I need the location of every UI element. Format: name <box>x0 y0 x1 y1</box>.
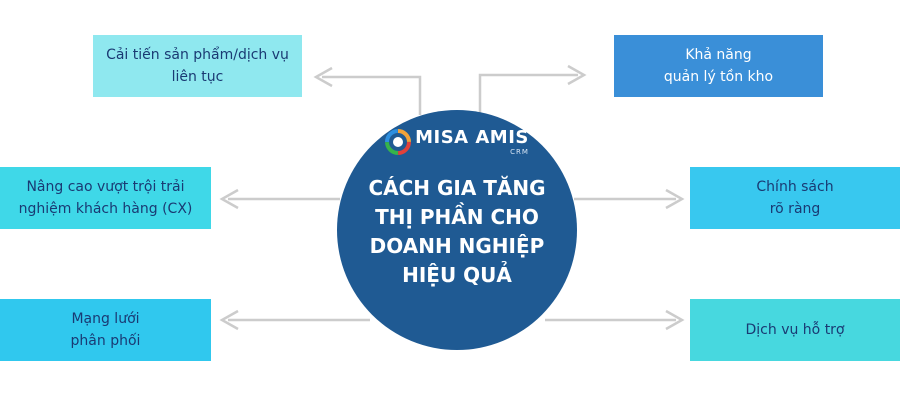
arrowhead-bot-right <box>665 309 685 331</box>
node-mid-right: Chính sách rõ ràng <box>690 167 900 229</box>
node-bot-left-line-2: phân phối <box>70 333 141 349</box>
arrowhead-top-left <box>313 66 333 88</box>
node-top-left-line-2: liên tục <box>171 69 224 85</box>
node-top-right: Khả năng quản lý tồn kho <box>614 35 823 97</box>
arrowhead-bot-left <box>219 309 239 331</box>
logo-name: MISA AMIS <box>415 127 529 148</box>
node-mid-right-line-1: Chính sách <box>756 179 834 195</box>
node-mid-right-line-2: rõ ràng <box>769 201 821 217</box>
misa-amis-logo-icon <box>385 129 412 155</box>
node-bot-right: Dịch vụ hỗ trợ <box>690 299 900 361</box>
node-bot-left: Mạng lưới phân phối <box>0 299 211 361</box>
node-bot-right-line-1: Dịch vụ hỗ trợ <box>745 322 845 338</box>
node-bot-left-line-1: Mạng lưới <box>71 311 140 327</box>
arrowhead-mid-right <box>665 188 685 210</box>
node-mid-left-line-1: Nâng cao vượt trội trải <box>26 179 185 195</box>
node-top-right-line-2: quản lý tồn kho <box>663 69 774 85</box>
connector-top-left <box>322 75 422 115</box>
node-top-right-line-1: Khả năng <box>685 47 752 63</box>
misa-amis-logo: MISA AMIS CRM <box>337 128 577 156</box>
central-hub-circle: MISA AMIS CRM CÁCH GIA TĂNG THỊ PHẦN CHO… <box>337 110 577 350</box>
node-top-left: Cải tiến sản phẩm/dịch vụ liên tục <box>93 35 302 97</box>
arrowhead-top-right <box>567 64 587 86</box>
hub-title: CÁCH GIA TĂNG THỊ PHẦN CHO DOANH NGHIỆP … <box>347 174 567 290</box>
node-mid-left-line-2: nghiệm khách hàng (CX) <box>18 201 193 217</box>
hub-title-line-3: DOANH NGHIỆP <box>369 234 545 258</box>
hub-title-line-1: CÁCH GIA TĂNG <box>368 176 546 200</box>
arrowhead-mid-left <box>219 188 239 210</box>
hub-title-line-2: THỊ PHẦN CHO <box>375 205 539 229</box>
node-mid-left: Nâng cao vượt trội trải nghiệm khách hàn… <box>0 167 211 229</box>
node-top-left-line-1: Cải tiến sản phẩm/dịch vụ <box>106 47 289 63</box>
logo-subtitle: CRM <box>510 148 529 156</box>
hub-title-line-4: HIỆU QUẢ <box>402 263 512 287</box>
connector-top-right <box>478 73 578 115</box>
